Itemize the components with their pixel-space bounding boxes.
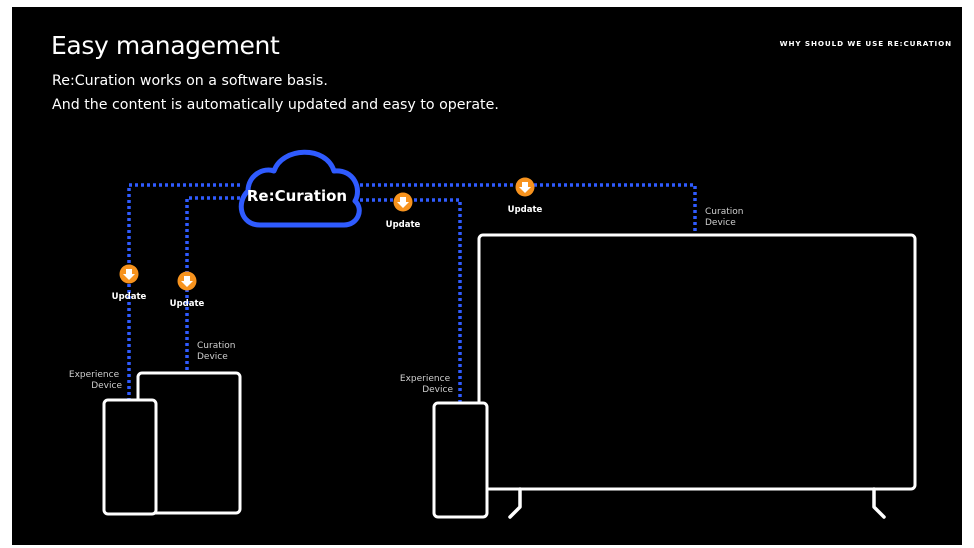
slide-title: Easy management — [51, 31, 280, 60]
update-badge-4: Update — [508, 177, 543, 215]
display-stand-right — [872, 487, 886, 519]
slide: Easy management Re:Curation works on a s… — [12, 7, 962, 545]
caption-line: Device — [422, 385, 453, 395]
update-label-1: Update — [112, 292, 147, 302]
line-experience-right — [354, 198, 462, 403]
line-experience-left — [127, 183, 240, 400]
update-label-4: Update — [508, 205, 543, 215]
caption-line: Experience — [400, 374, 451, 384]
description-line-2: And the content is automatically updated… — [52, 97, 499, 113]
caption-line: Device — [91, 381, 122, 391]
update-badge-1: Update — [112, 264, 147, 302]
update-network-diagram: Re:Curation Update Update Update Update … — [69, 149, 917, 519]
caption-line: Device — [705, 218, 736, 228]
display-stand-left — [508, 487, 522, 519]
update-label-2: Update — [170, 299, 205, 309]
caption-line: Device — [197, 352, 228, 362]
cloud-label: Re:Curation — [247, 187, 347, 205]
update-label-3: Update — [386, 220, 421, 230]
connection-lines — [127, 183, 697, 403]
line-curation-left — [185, 196, 240, 372]
display-curation-device — [477, 233, 917, 519]
curation-device-caption-right: Curation Device — [705, 207, 746, 228]
caption-line: Curation — [705, 207, 743, 217]
update-badge-2: Update — [170, 271, 205, 309]
experience-device-caption-left: Experience Device — [69, 370, 123, 391]
slide-description: Re:Curation works on a software basis. A… — [52, 69, 499, 117]
download-arrow-icon — [119, 264, 139, 284]
line-curation-right — [354, 183, 697, 233]
phone-experience-device-left — [102, 398, 158, 516]
description-line-1: Re:Curation works on a software basis. — [52, 73, 328, 89]
caption-line: Curation — [197, 341, 235, 351]
caption-line: Experience — [69, 370, 120, 380]
download-arrow-icon — [177, 271, 197, 291]
update-badge-3: Update — [386, 192, 421, 230]
cloud-icon: Re:Curation — [238, 149, 362, 228]
download-arrow-icon — [393, 192, 413, 212]
phone-experience-device-right — [432, 401, 489, 519]
download-arrow-icon — [515, 177, 535, 197]
experience-device-caption-right: Experience Device — [400, 374, 454, 395]
section-label: WHY SHOULD WE USE RE:CURATION — [779, 39, 952, 48]
curation-device-caption-left: Curation Device — [197, 341, 238, 362]
